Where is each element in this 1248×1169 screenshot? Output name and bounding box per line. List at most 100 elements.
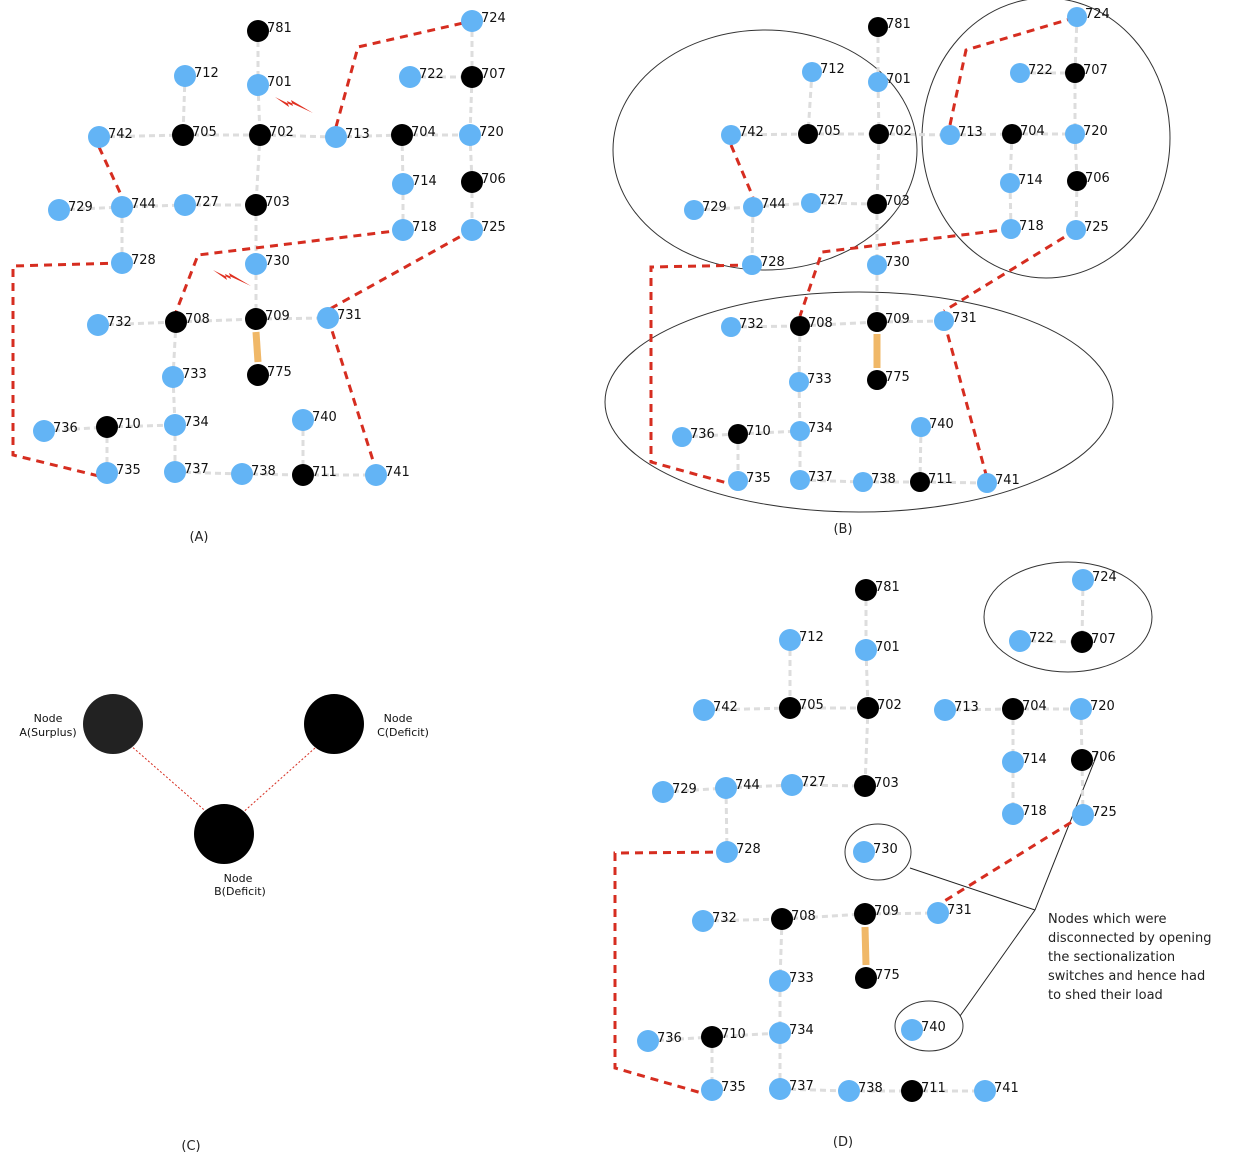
node-725 [1072, 804, 1094, 826]
node-724 [1067, 7, 1087, 27]
node-label-735: 735 [746, 471, 771, 486]
node-728 [716, 841, 738, 863]
node-label-705: 705 [799, 698, 824, 713]
node-703 [245, 194, 267, 216]
node-731 [927, 902, 949, 924]
node-714 [392, 173, 414, 195]
node-label-736: 736 [690, 427, 715, 442]
node-label-709: 709 [885, 312, 910, 327]
node-label-714: 714 [1018, 173, 1043, 188]
node-722 [1010, 63, 1030, 83]
node-label-713: 713 [345, 127, 370, 142]
node-704 [391, 124, 413, 146]
node-781 [247, 20, 269, 42]
line-702-713 [878, 132, 951, 137]
node-736 [33, 420, 55, 442]
fault-icon-1 [275, 97, 313, 113]
node-label-736: 736 [657, 1031, 682, 1046]
node-label-733: 733 [182, 367, 207, 382]
node-705 [172, 124, 194, 146]
node-label-740: 740 [312, 410, 337, 425]
line-744-727 [725, 783, 793, 790]
node-label-724: 724 [481, 11, 506, 26]
node-733 [769, 970, 791, 992]
node-705 [798, 124, 818, 144]
node-735 [701, 1079, 723, 1101]
node-738 [853, 472, 873, 492]
node-724 [461, 10, 483, 32]
line-711-741 [919, 480, 988, 485]
line-737-738 [799, 478, 864, 484]
node-label-711: 711 [921, 1081, 946, 1096]
pointer-line-zone [1034, 751, 1099, 911]
node-label-728: 728 [736, 842, 761, 857]
node-709 [854, 903, 876, 925]
node-label-707: 707 [481, 67, 506, 82]
node-label-727: 727 [819, 193, 844, 208]
caption-b: (B) [833, 522, 852, 537]
line-712-705 [806, 71, 814, 135]
node-label-701: 701 [267, 75, 292, 90]
node-label-713: 713 [954, 700, 979, 715]
node-label-710: 710 [721, 1027, 746, 1042]
node-729 [684, 200, 704, 220]
node-740 [901, 1019, 923, 1041]
node-735 [728, 471, 748, 491]
node-label-731: 731 [337, 308, 362, 323]
disconnected-circle-740 [894, 1000, 964, 1052]
line-708-709 [175, 317, 257, 324]
zone-circle-left [612, 29, 918, 271]
node-label-742: 742 [713, 700, 738, 715]
node-label-732: 732 [712, 911, 737, 926]
line-737-738 [174, 470, 243, 476]
disconnected-circle-730 [844, 823, 912, 881]
node-737 [164, 461, 186, 483]
node-703 [867, 194, 887, 214]
node-713 [940, 125, 960, 145]
line-702-703 [254, 134, 262, 206]
node-label-712: 712 [194, 66, 219, 81]
node-742 [88, 126, 110, 148]
node-a-label-1: Node [34, 712, 63, 725]
node-781 [868, 17, 888, 37]
node-label-735: 735 [116, 463, 141, 478]
node-702 [869, 124, 889, 144]
node-label-705: 705 [192, 125, 217, 140]
node-label-713: 713 [958, 125, 983, 140]
node-label-722: 722 [1028, 63, 1053, 78]
node-label-737: 737 [184, 462, 209, 477]
node-label-738: 738 [858, 1081, 883, 1096]
node-label-738: 738 [871, 472, 896, 487]
pointer-line-730 [909, 867, 1036, 911]
line-732-708 [97, 320, 177, 327]
node-label-718: 718 [412, 220, 437, 235]
node-711 [292, 464, 314, 486]
line-702-703 [875, 133, 881, 205]
node-737 [769, 1078, 791, 1100]
node-label-710: 710 [116, 417, 141, 432]
line-732-708 [702, 917, 783, 923]
node-720 [459, 124, 481, 146]
line-710-734 [711, 1031, 781, 1039]
node-713 [934, 699, 956, 721]
link-c-b [239, 747, 316, 816]
node-label-711: 711 [312, 465, 337, 480]
node-742 [721, 125, 741, 145]
node-label-711: 711 [928, 472, 953, 487]
line-702-713 [259, 133, 337, 139]
node-label-730: 730 [265, 254, 290, 269]
caption-a: (A) [189, 530, 208, 545]
node-718 [1002, 803, 1024, 825]
node-727 [801, 193, 821, 213]
line-708-709 [781, 912, 866, 921]
node-label-710: 710 [746, 424, 771, 439]
node-label-703: 703 [874, 776, 899, 791]
line-709-731 [255, 316, 329, 321]
node-742 [693, 699, 715, 721]
node-724 [1072, 569, 1094, 591]
node-label-725: 725 [1084, 220, 1109, 235]
node-label-733: 733 [807, 372, 832, 387]
node-720 [1065, 124, 1085, 144]
tie-switch-1 [334, 19, 473, 128]
